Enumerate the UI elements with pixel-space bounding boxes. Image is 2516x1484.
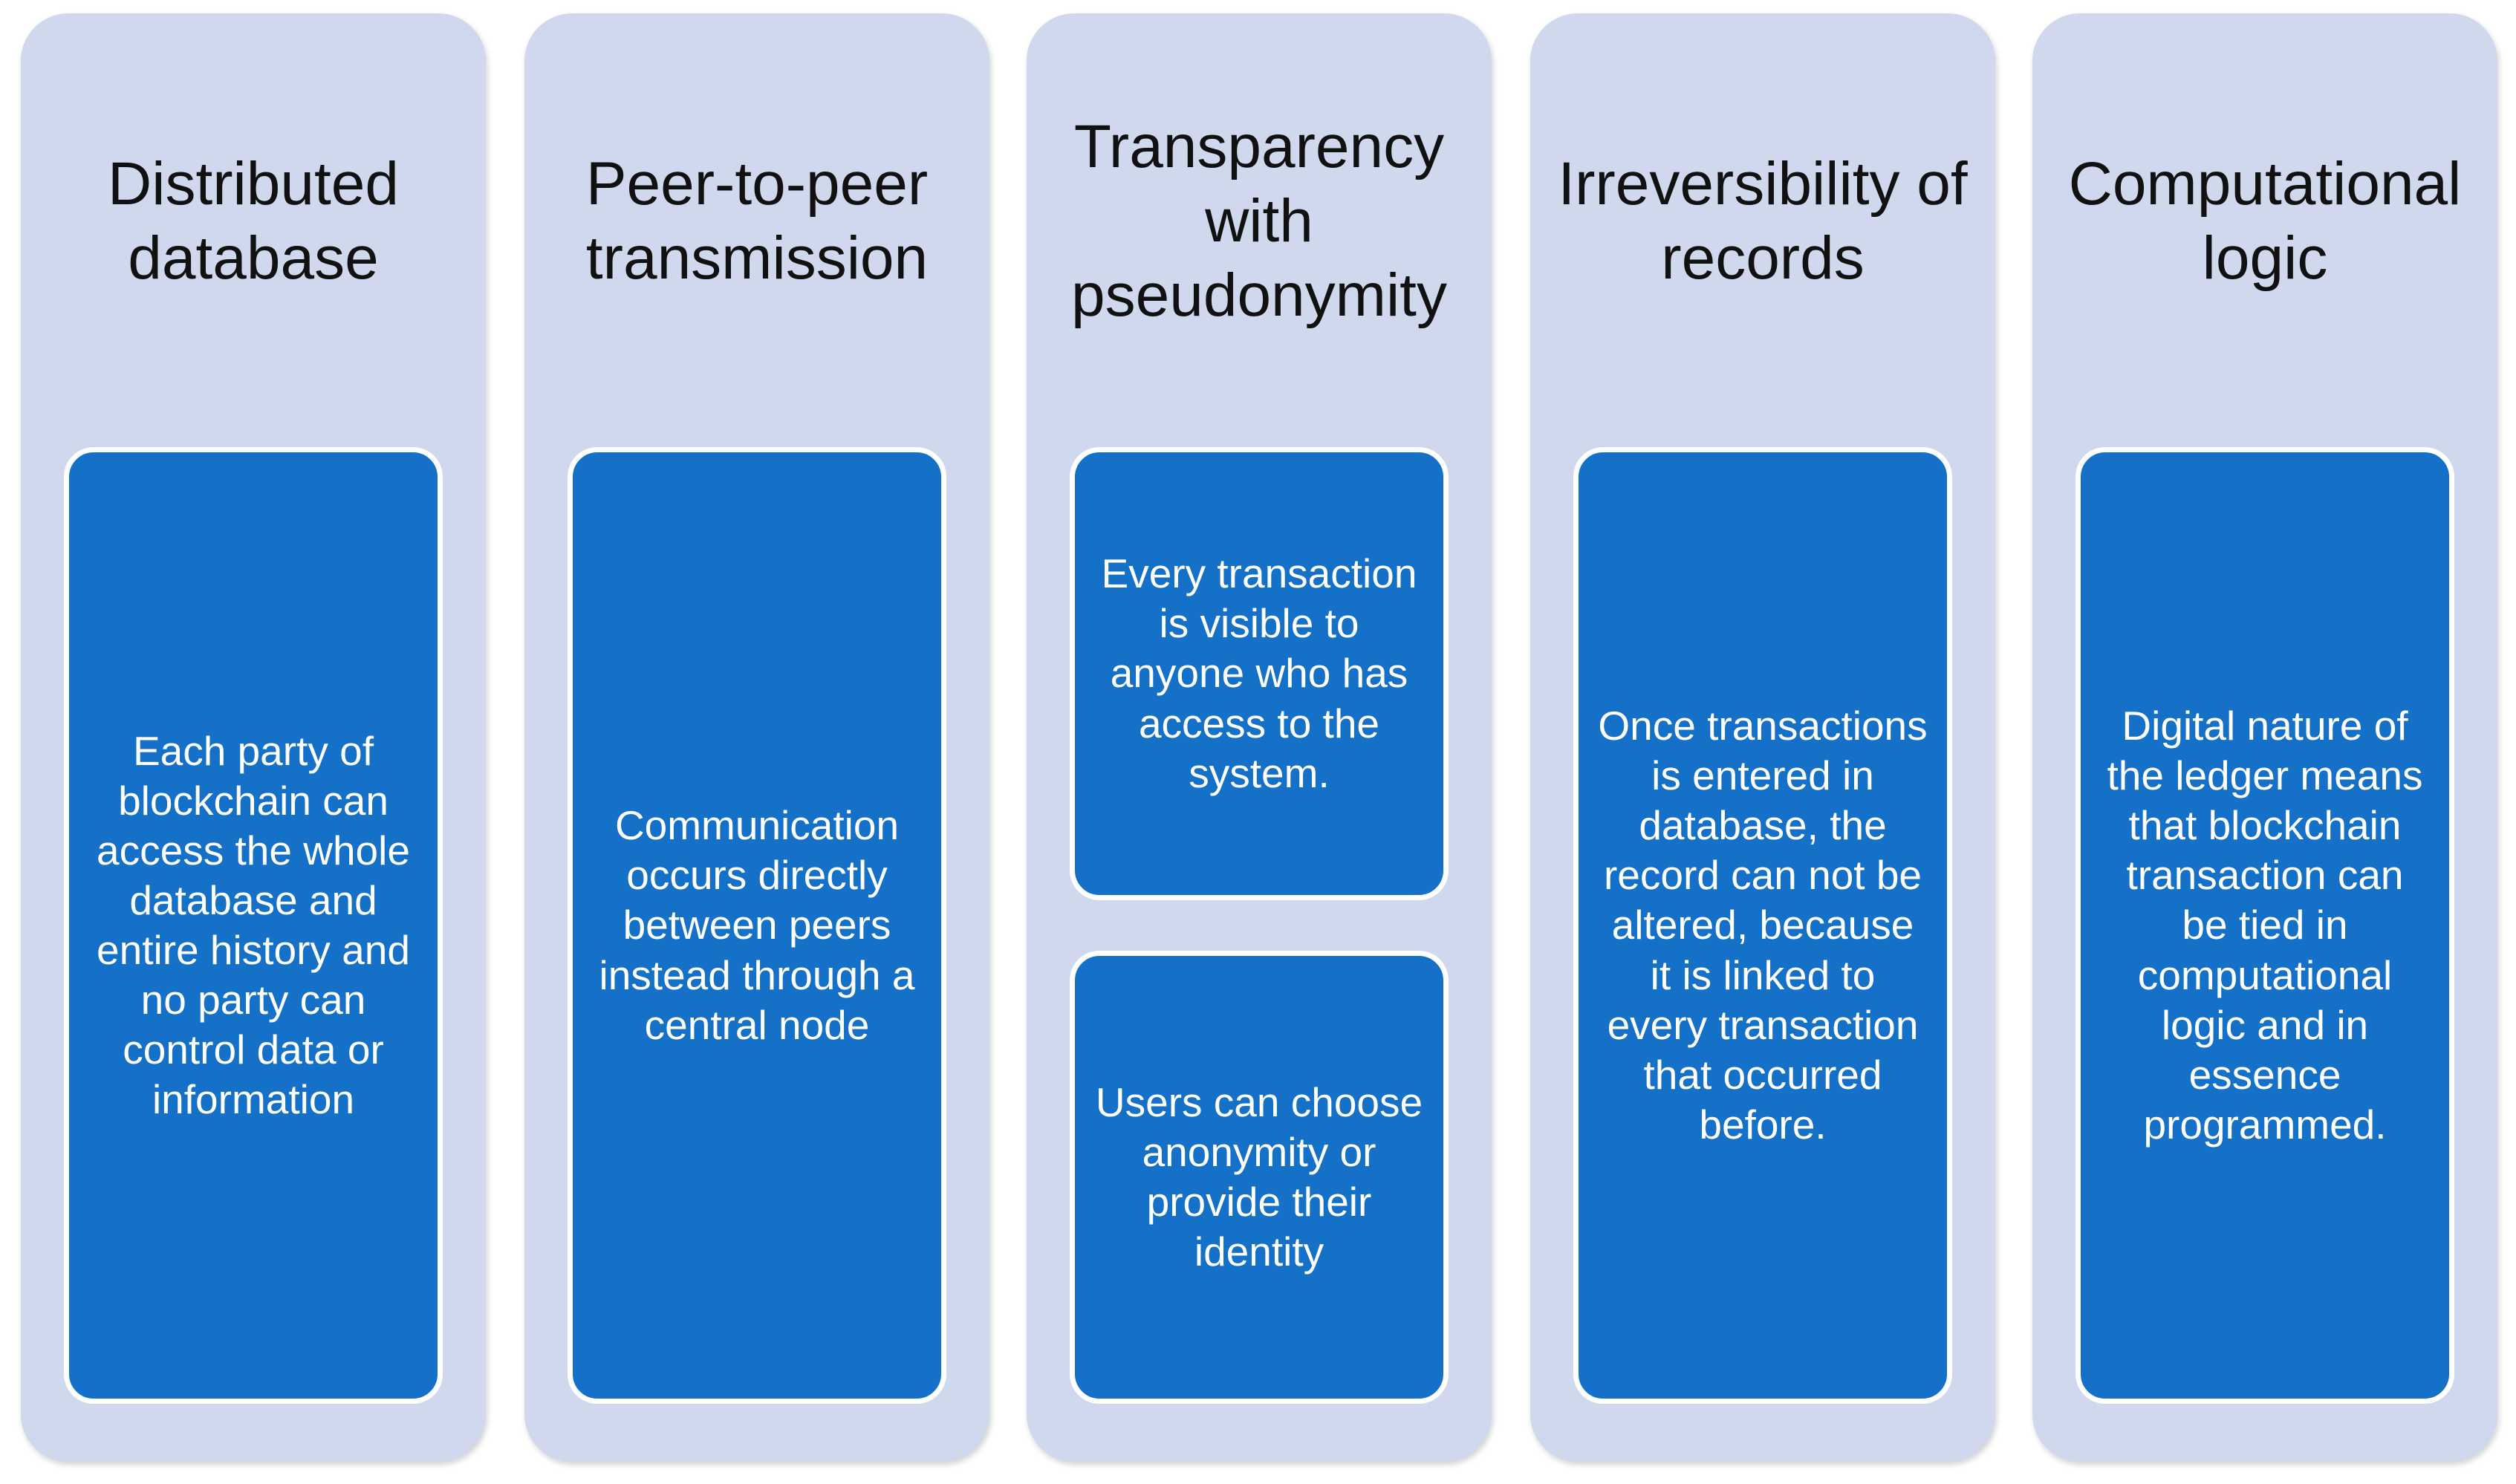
description-card: Digital nature of the ledger means that … bbox=[2075, 447, 2454, 1404]
column-distributed-database: Distributed database Each party of block… bbox=[21, 13, 486, 1462]
description-card-top: Every transaction is visible to anyone w… bbox=[1070, 447, 1449, 900]
column-peer-to-peer-transmission: Peer-to-peer transmission Communication … bbox=[524, 13, 989, 1462]
column-irreversibility-of-records: Irreversibility of records Once transact… bbox=[1530, 13, 1995, 1462]
description-card: Communication occurs directly between pe… bbox=[568, 447, 946, 1404]
column-title: Transparency with pseudonymity bbox=[1071, 112, 1447, 330]
column-title: Peer-to-peer transmission bbox=[585, 149, 929, 292]
column-title: Irreversibility of records bbox=[1558, 149, 1968, 292]
column-title: Computational logic bbox=[2068, 149, 2462, 292]
column-computational-logic: Computational logic Digital nature of th… bbox=[2032, 13, 2497, 1462]
description-card: Once transactions is entered in database… bbox=[1573, 447, 1952, 1404]
description-card-bottom: Users can choose anonymity or provide th… bbox=[1070, 951, 1449, 1404]
column-transparency-with-pseudonymity: Transparency with pseudonymity Every tra… bbox=[1027, 13, 1492, 1462]
column-title: Distributed database bbox=[108, 149, 399, 292]
description-card: Each party of blockchain can access the … bbox=[64, 447, 443, 1404]
